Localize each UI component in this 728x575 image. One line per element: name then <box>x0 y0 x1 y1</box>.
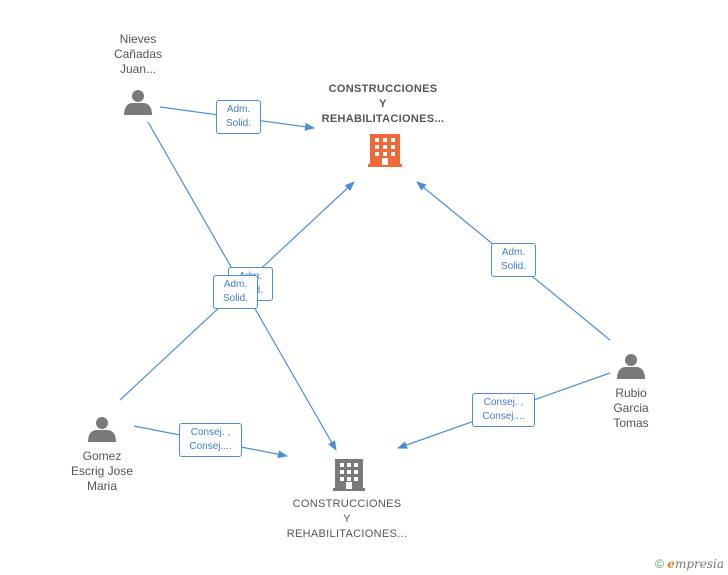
person-name-line: Tomas <box>613 416 649 430</box>
edge-label-line: Consej.... <box>189 441 232 452</box>
company-label-bottom[interactable]: CONSTRUCCIONES Y REHABILITACIONES... <box>262 497 432 542</box>
person-name-line: Cañadas <box>113 47 163 61</box>
person-name-line: Garcia <box>613 401 649 415</box>
company-name-line: Y <box>343 513 351 525</box>
company-name-line: CONSTRUCCIONES <box>328 83 438 95</box>
person-label-nieves[interactable]: Nieves Cañadas Juan... <box>95 32 181 77</box>
person-name-line: Juan... <box>119 62 157 76</box>
company-name-line: REHABILITACIONES... <box>321 113 445 125</box>
edge-label-line: Adm. <box>501 247 526 258</box>
person-icon-rubio[interactable] <box>617 354 645 379</box>
company-name-line: REHABILITACIONES... <box>286 528 408 540</box>
brand-initial: e <box>667 557 675 571</box>
person-label-gomez[interactable]: Gomez Escrig Jose Maria <box>55 449 149 494</box>
edge-label-line: Consej.... <box>482 411 525 422</box>
edge-label-line: Adm. <box>223 279 248 290</box>
edge-label-gomez-top[interactable]: Adm. Solid. <box>213 275 258 309</box>
person-icon-nieves[interactable] <box>124 90 152 115</box>
company-label-top[interactable]: CONSTRUCCIONES Y REHABILITACIONES... <box>298 82 468 127</box>
edge-label-line: Solid. <box>500 261 526 272</box>
edge-label-rubio-bottom[interactable]: Consej. , Consej.... <box>472 393 535 427</box>
edge-label-line: Consej. , <box>190 427 231 438</box>
person-name-line: Gomez <box>82 449 122 463</box>
brand-rest: mpresia <box>674 557 724 571</box>
edge-label-line: Solid. <box>225 118 251 129</box>
person-label-rubio[interactable]: Rubio Garcia Tomas <box>596 386 666 431</box>
building-icon-bottom[interactable] <box>333 459 365 491</box>
company-name-line: CONSTRUCCIONES <box>292 498 402 510</box>
building-icon-top[interactable] <box>368 134 402 167</box>
person-icon-gomez[interactable] <box>88 417 116 442</box>
person-name-line: Maria <box>86 479 117 493</box>
person-name-line: Escrig Jose <box>70 464 134 478</box>
company-name-line: Y <box>379 98 387 110</box>
edge-label-rubio-top[interactable]: Adm. Solid. <box>491 243 536 277</box>
brand-logo: empresia <box>667 557 724 571</box>
edge-label-line: Consej. , <box>483 397 524 408</box>
edge-label-gomez-bottom[interactable]: Consej. , Consej.... <box>179 423 242 457</box>
edge-label-line: Solid. <box>222 293 248 304</box>
edge-label-nieves-top[interactable]: Adm. Solid. <box>216 100 261 134</box>
edge-label-line: Adm. <box>226 104 251 115</box>
copyright-symbol: © <box>655 557 664 571</box>
footer-brand: © empresia <box>655 557 724 571</box>
person-name-line: Rubio <box>615 386 647 400</box>
person-name-line: Nieves <box>119 32 157 46</box>
